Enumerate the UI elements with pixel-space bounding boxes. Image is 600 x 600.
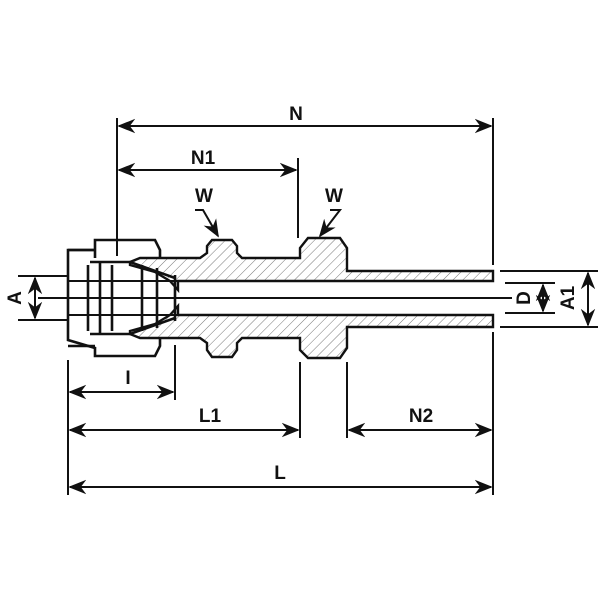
leader-W-right (318, 209, 343, 238)
extension-lines (18, 118, 598, 495)
label-A: A (5, 291, 26, 305)
label-L1: L1 (199, 406, 222, 427)
label-L: L (274, 463, 286, 484)
label-W-right: W (325, 186, 343, 207)
label-W-left: W (195, 186, 213, 207)
label-A1: A1 (558, 285, 579, 310)
label-I: I (125, 368, 130, 389)
label-D: D (514, 291, 535, 305)
dimension-lines (27, 118, 596, 495)
label-N1: N1 (191, 148, 216, 169)
leader-W-left (195, 209, 219, 238)
label-N2: N2 (409, 406, 433, 427)
body-section (128, 236, 495, 360)
label-N: N (289, 104, 303, 125)
